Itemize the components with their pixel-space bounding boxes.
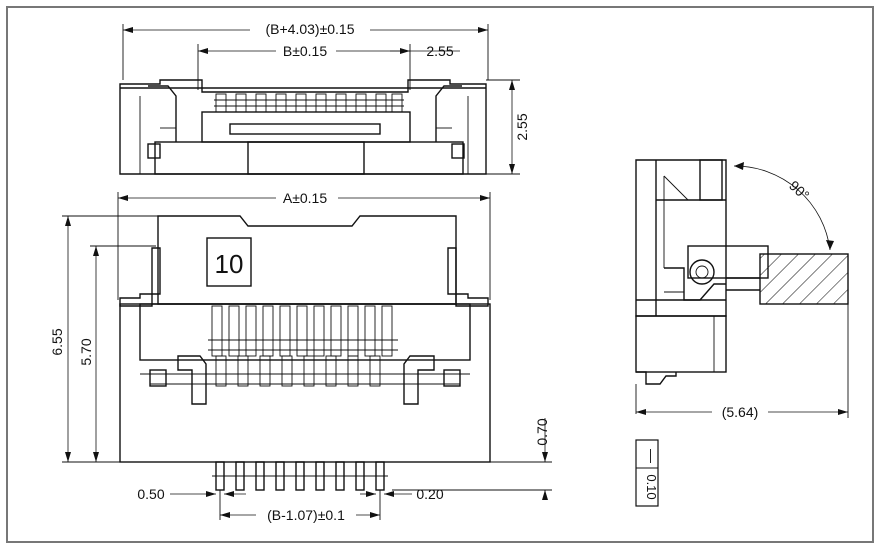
front-view: A±0.15 6.55 5.70 10 xyxy=(49,190,552,523)
dim-angle: 90° xyxy=(786,177,812,203)
dim-lead-height: 0.70 xyxy=(534,418,550,445)
dim-top-pitch: B±0.15 xyxy=(283,43,327,59)
flatness-symbol: — xyxy=(644,449,660,463)
dim-top-side-offset: 2.55 xyxy=(426,43,453,59)
dim-lead-width: 0.50 xyxy=(137,486,164,502)
dim-front-overall: A±0.15 xyxy=(283,190,327,206)
dim-side-depth: (5.64) xyxy=(722,404,759,420)
bottom-leads xyxy=(212,461,388,491)
front-contacts xyxy=(208,305,398,387)
top-view: (B+4.03)±0.15 B±0.15 2.55 2.55 xyxy=(119,20,530,175)
dim-front-height: 6.55 xyxy=(49,328,65,355)
dim-lead-span: (B-1.07)±0.1 xyxy=(267,507,345,523)
dim-front-inner-height: 5.70 xyxy=(78,338,94,365)
dim-top-overall: (B+4.03)±0.15 xyxy=(265,21,354,37)
sheet-frame xyxy=(6,6,874,543)
dim-lead-pitch: 0.20 xyxy=(416,486,443,502)
pin-count-badge: 10 xyxy=(215,249,244,279)
dim-top-height: 2.55 xyxy=(514,113,530,140)
flatness-value: 0.10 xyxy=(644,474,659,499)
top-contacts xyxy=(214,93,404,113)
flatness-frame xyxy=(635,439,659,507)
side-view: 90° (5.64) — 0.10 xyxy=(635,159,849,507)
